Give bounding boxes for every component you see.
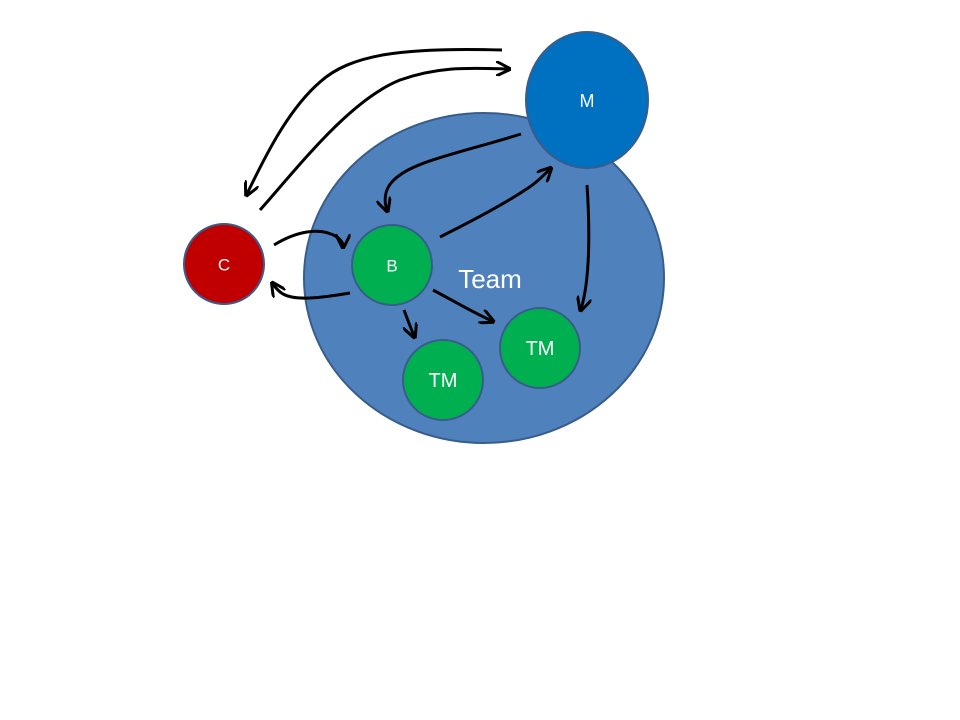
- member2-label: TM: [526, 338, 555, 360]
- edge-broker-to-member1: [404, 309, 414, 336]
- member2-circle[interactable]: [499, 307, 581, 389]
- member2-node[interactable]: TM: [499, 307, 581, 389]
- edge-broker-to-member2: [432, 288, 492, 321]
- member1-label: TM: [429, 370, 458, 392]
- broker-node[interactable]: B: [351, 224, 433, 306]
- edge-customer-to-manager: [258, 68, 508, 211]
- edge-manager-to-broker: [385, 132, 522, 210]
- edge-customer-to-broker: [273, 229, 343, 246]
- customer-circle[interactable]: [183, 223, 265, 305]
- manager-label: M: [580, 91, 595, 111]
- member1-circle[interactable]: [402, 339, 484, 421]
- team-label: Team: [458, 264, 522, 294]
- customer-label: C: [218, 256, 230, 275]
- edge-manager-to-member2: [581, 184, 589, 309]
- edge-manager-to-customer: [247, 47, 503, 194]
- customer-node[interactable]: C: [183, 223, 265, 305]
- broker-circle[interactable]: [351, 224, 433, 306]
- edge-broker-to-manager: [439, 169, 550, 239]
- edge-broker-to-customer: [273, 284, 351, 300]
- broker-label: B: [386, 257, 397, 276]
- manager-circle[interactable]: [525, 31, 649, 169]
- member1-node[interactable]: TM: [402, 339, 484, 421]
- manager-node[interactable]: M: [525, 31, 649, 169]
